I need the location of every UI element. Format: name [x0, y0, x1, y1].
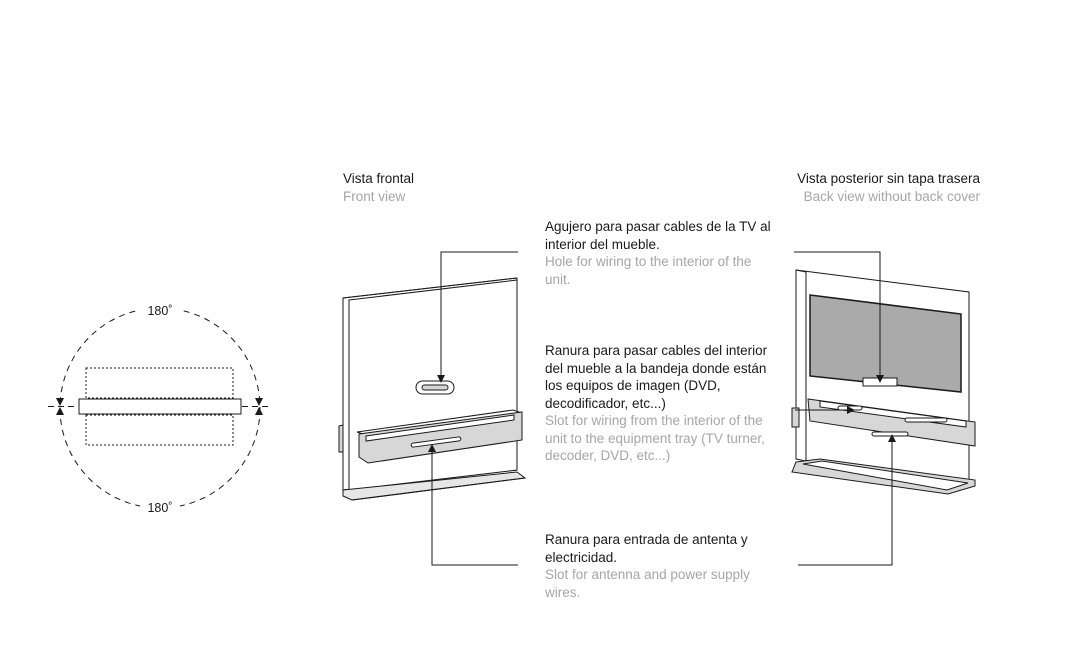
back-view-title-es: Vista posterior sin tapa trasera: [797, 171, 980, 186]
pivot-marker-left-low: [56, 407, 64, 415]
callout-equipment-slot-en: Slot for wiring from the interior of the…: [545, 413, 765, 463]
pivot-marker-left: [56, 398, 64, 406]
back-view-title-en: Back view without back cover: [803, 188, 980, 204]
leader-lines: [428, 251, 896, 566]
rotation-angle-top: 180˚: [147, 304, 172, 318]
front-view-unit: [338, 277, 527, 501]
callout-tv-cable-hole-en: Hole for wiring to the interior of the u…: [545, 254, 752, 287]
callout-equipment-slot-es: Ranura para pasar cables del interior de…: [545, 343, 768, 411]
leader-antenna-front: [431, 447, 518, 566]
equipment-slot: [410, 436, 462, 448]
callout-tv-cable-hole: Agujero para pasar cables de la TV al in…: [545, 218, 775, 288]
pivot-marker-right: [255, 398, 263, 406]
front-view-title-en: Front view: [343, 188, 406, 204]
bottom-position-outline: [85, 414, 234, 446]
leader-antenna-back: [798, 437, 893, 566]
rotation-angle-bottom: 180˚: [147, 501, 172, 515]
callout-antenna-slot-en: Slot for antenna and power supply wires.: [545, 567, 750, 600]
back-view-unit: [791, 269, 976, 495]
callout-equipment-slot: Ranura para pasar cables del interior de…: [545, 342, 777, 465]
callout-antenna-slot: Ranura para entrada de antenta y electri…: [545, 531, 777, 601]
callout-antenna-slot-es: Ranura para entrada de antenta y electri…: [545, 532, 748, 565]
rotation-diagram: 180˚ 180˚: [48, 302, 272, 515]
top-position-outline: [85, 367, 234, 399]
callout-tv-cable-hole-es: Agujero para pasar cables de la TV al in…: [545, 219, 771, 252]
front-view-title-es: Vista frontal: [343, 171, 415, 186]
unit-top-view: [78, 398, 242, 415]
leader-hole-back: [794, 251, 881, 380]
back-view-title: Vista posterior sin tapa trasera Back vi…: [760, 170, 980, 205]
pivot-marker-right-low: [255, 407, 263, 415]
front-view-title: Vista frontal Front view: [343, 170, 414, 205]
tv-screen-back: [809, 294, 962, 393]
leader-hole-front: [440, 251, 518, 380]
